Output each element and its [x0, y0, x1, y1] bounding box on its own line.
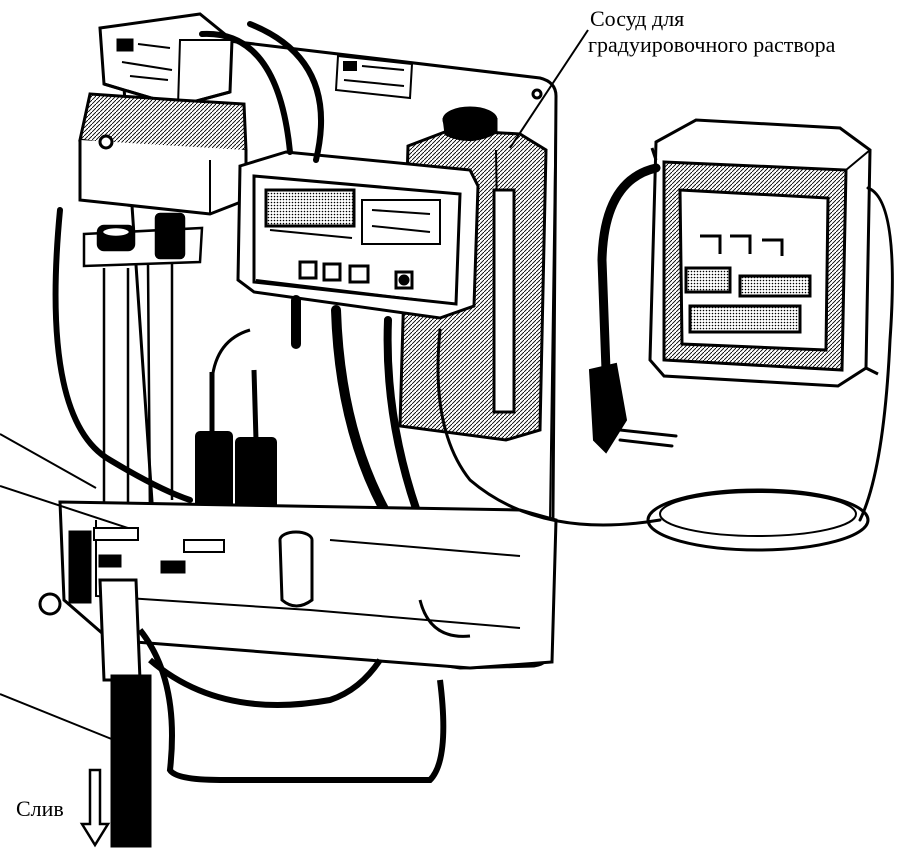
leader-lines	[0, 29, 589, 741]
controller-unit	[236, 150, 480, 320]
drain-caption: Слив	[16, 796, 64, 821]
power-cable-plug	[436, 163, 894, 552]
lower-flow-block	[38, 500, 558, 682]
vessel-caption: Сосуд для градуировочного раствора	[588, 6, 835, 58]
drain-arrow	[79, 768, 111, 848]
panel-nameplates	[334, 54, 414, 100]
vessel-caption-line2: градуировочного раствора	[588, 32, 836, 57]
drain-pipe	[110, 628, 447, 848]
upper-glass-reservoir	[78, 92, 248, 216]
glass-flow-tubes	[82, 212, 204, 521]
top-measuring-block	[98, 12, 234, 108]
power-supply-box	[648, 118, 879, 388]
vessel-caption-line1: Сосуд для	[590, 6, 685, 31]
